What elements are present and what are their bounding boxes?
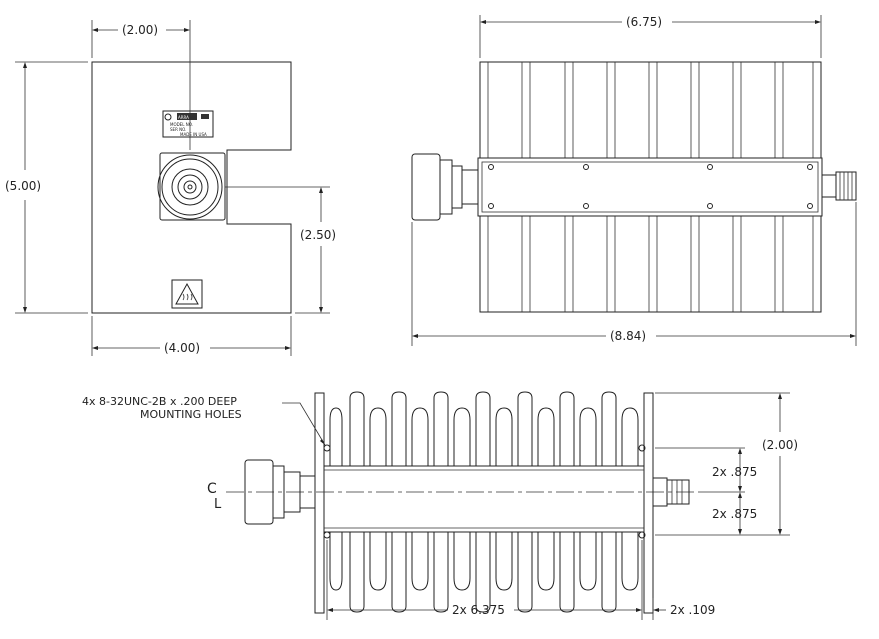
bottom-n-connector xyxy=(652,477,690,507)
label-line3: MADE IN USA xyxy=(180,132,207,137)
side-overall-dim: (8.84) xyxy=(610,329,646,343)
front-height-dim: (5.00) xyxy=(5,179,41,193)
centerline-sub: L xyxy=(214,497,222,512)
front-center-dim: (2.50) xyxy=(300,228,336,242)
bottom-left-plate xyxy=(314,392,325,614)
front-view: ARRA MODEL NO. SER NO. MADE IN USA (2.00… xyxy=(5,20,336,356)
side-knurled-connector xyxy=(411,153,479,221)
side-screws xyxy=(488,164,813,209)
side-view: (6.75) (8.84) xyxy=(411,15,857,346)
front-base-dim: (4.00) xyxy=(164,341,200,355)
label-line1: MODEL NO. xyxy=(170,122,193,127)
bottom-height-dim: (2.00) xyxy=(762,438,798,452)
label-line2: SER NO. xyxy=(170,127,186,132)
bottom-body xyxy=(323,465,645,533)
side-top-dim: (6.75) xyxy=(626,15,662,29)
bottom-knurled-connector xyxy=(244,459,316,525)
mounting-note-line2: MOUNTING HOLES xyxy=(140,408,242,421)
label-logo xyxy=(177,113,197,120)
front-width-dim: (2.00) xyxy=(122,23,158,37)
side-center-housing xyxy=(477,157,823,217)
bottom-view: C L 4x 8-32UNC-2B x .200 DEEP MOUNTING H… xyxy=(82,391,798,620)
front-connector-housing xyxy=(159,152,226,221)
bottom-upper-fins xyxy=(329,391,639,466)
side-fin-lines xyxy=(487,62,814,312)
front-body-outline xyxy=(91,61,292,314)
heat-warning-icon xyxy=(171,279,203,309)
mounting-holes xyxy=(323,444,646,539)
bottom-right-plate xyxy=(643,392,654,614)
side-n-connector xyxy=(821,171,857,201)
label-logo-text: ARRA xyxy=(178,115,189,120)
mounting-note-leader xyxy=(282,402,326,446)
centerline-symbol: C xyxy=(207,481,217,497)
edge-offset-dim: 2x .109 xyxy=(670,603,715,617)
front-connector-outer xyxy=(157,154,223,220)
label-plate: ARRA MODEL NO. SER NO. MADE IN USA xyxy=(162,110,214,138)
hole-spacing-dim: 2x 6.375 xyxy=(452,603,505,617)
bottom-lower-fins xyxy=(329,532,639,613)
upper-offset-dim: 2x .875 xyxy=(712,465,757,479)
lower-offset-dim: 2x .875 xyxy=(712,507,757,521)
mounting-note-line1: 4x 8-32UNC-2B x .200 DEEP xyxy=(82,395,237,408)
